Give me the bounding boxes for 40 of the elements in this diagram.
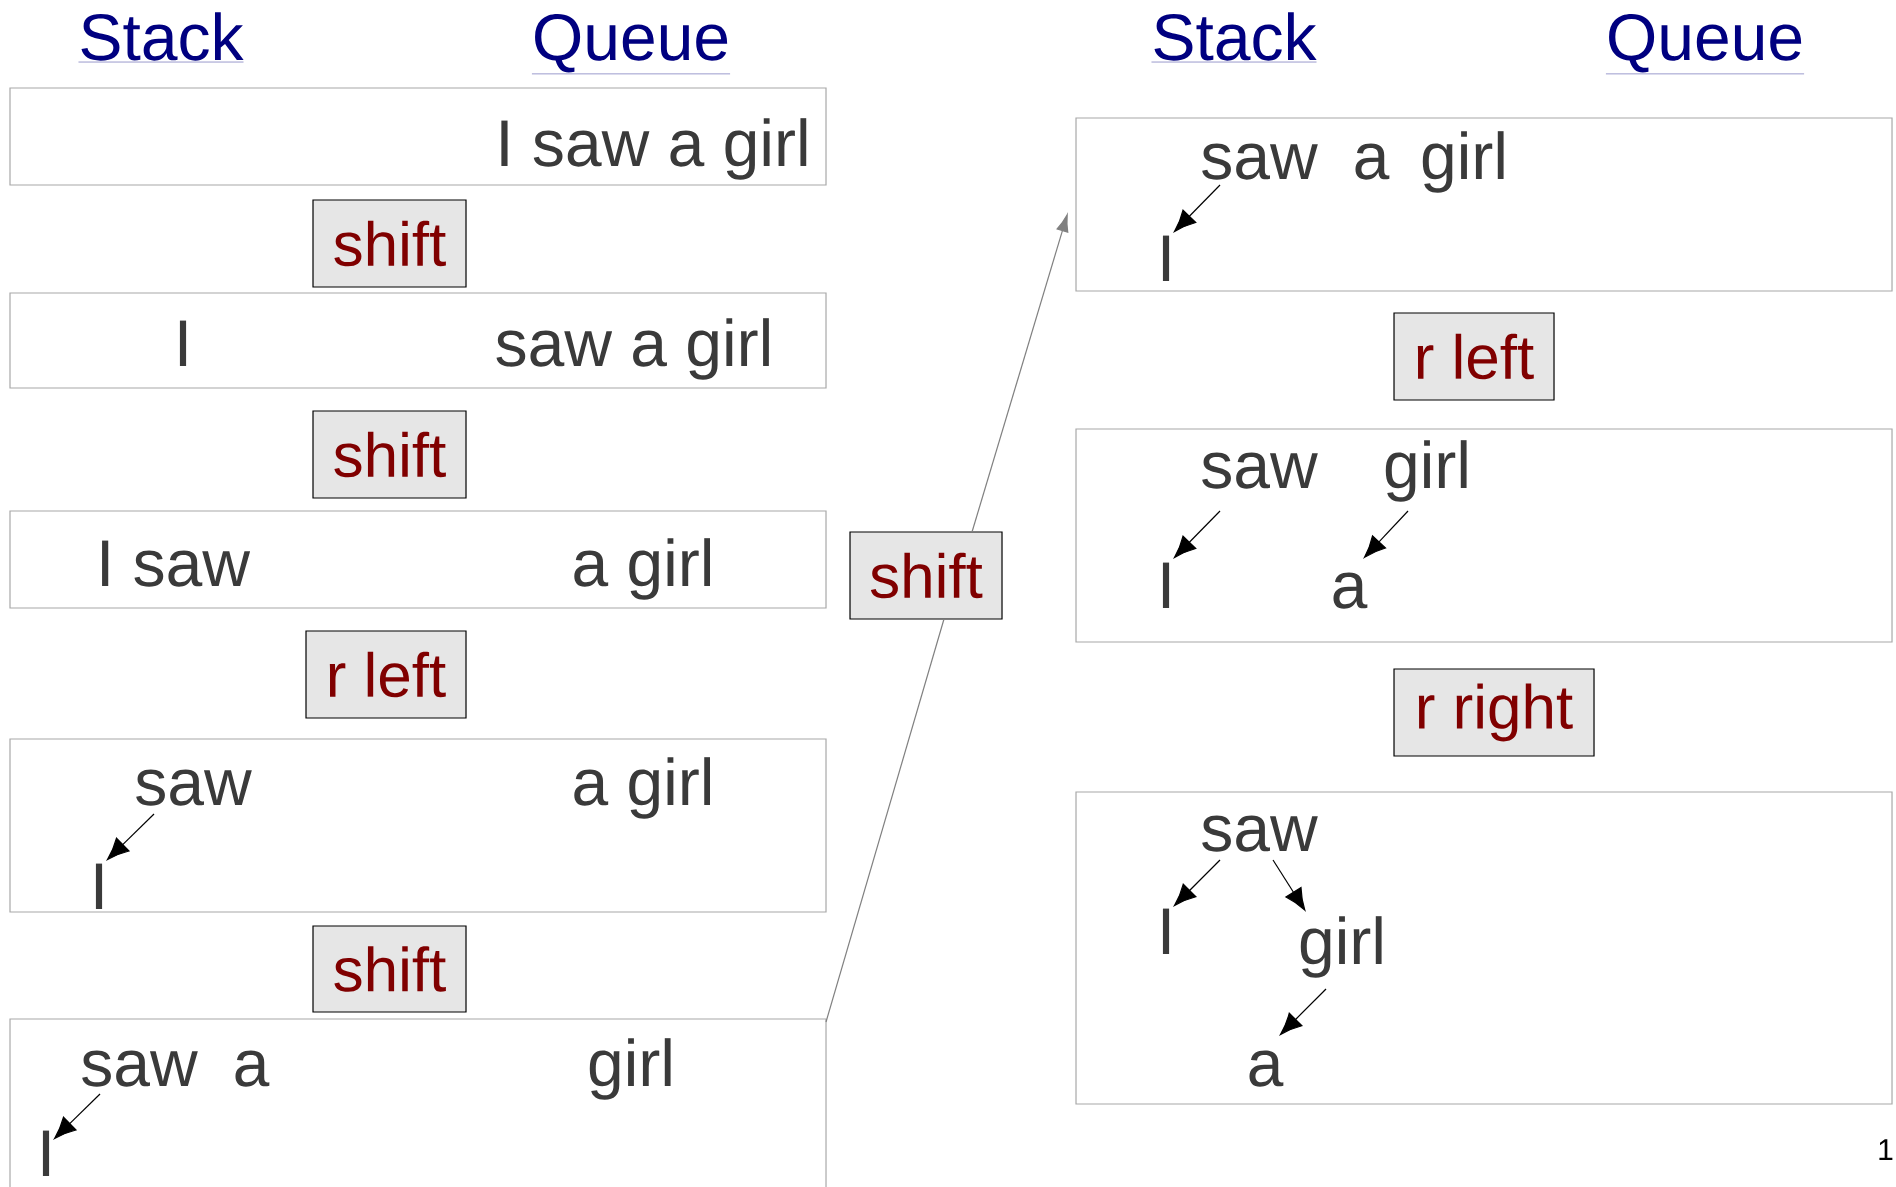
arrow (107, 813, 155, 861)
arrow (54, 1093, 101, 1140)
tree-word: saw (1202, 143, 1318, 180)
state-box: I saw a girl (9, 87, 827, 186)
tree-word: I (1162, 562, 1170, 608)
column-heading: Stack (1151, 12, 1317, 63)
tree-word: I (42, 1130, 50, 1176)
action-box: shift (849, 531, 1003, 620)
action-box: r left (305, 630, 467, 719)
arrow (1174, 184, 1221, 232)
state-box: I saw a girl (9, 292, 827, 389)
arrow (1174, 510, 1221, 558)
tree-word: saw (136, 769, 252, 806)
action-box: r right (1393, 668, 1595, 757)
state-box (1075, 791, 1893, 1105)
tree-word: I (1162, 235, 1170, 281)
action-box: shift (312, 925, 467, 1013)
state-box: I saw a girl (9, 510, 827, 609)
arrow (1174, 859, 1221, 906)
tree-word: saw (82, 1050, 198, 1087)
tree-word: a (1333, 572, 1368, 609)
action-box: shift (312, 199, 467, 288)
arrow (1272, 859, 1306, 911)
page-number: 1 (1879, 1139, 1893, 1160)
arrow (1280, 988, 1327, 1035)
column-heading: Queue (531, 13, 731, 75)
tree-word: saw (1202, 815, 1318, 852)
state-box (1075, 428, 1893, 643)
arrow (971, 214, 1069, 533)
tree-word: I (95, 863, 103, 909)
column-heading: Stack (78, 12, 244, 63)
action-box: r left (1393, 312, 1555, 401)
tree-word: saw (1202, 452, 1318, 489)
tree-word: I (1162, 908, 1170, 954)
column-heading: Queue (1605, 13, 1805, 75)
tree-word: girl (1385, 440, 1467, 502)
tree-word: a (1249, 1050, 1284, 1087)
arrow (1363, 510, 1409, 558)
action-box: shift (312, 410, 467, 499)
tree-word: girl (1300, 916, 1382, 978)
